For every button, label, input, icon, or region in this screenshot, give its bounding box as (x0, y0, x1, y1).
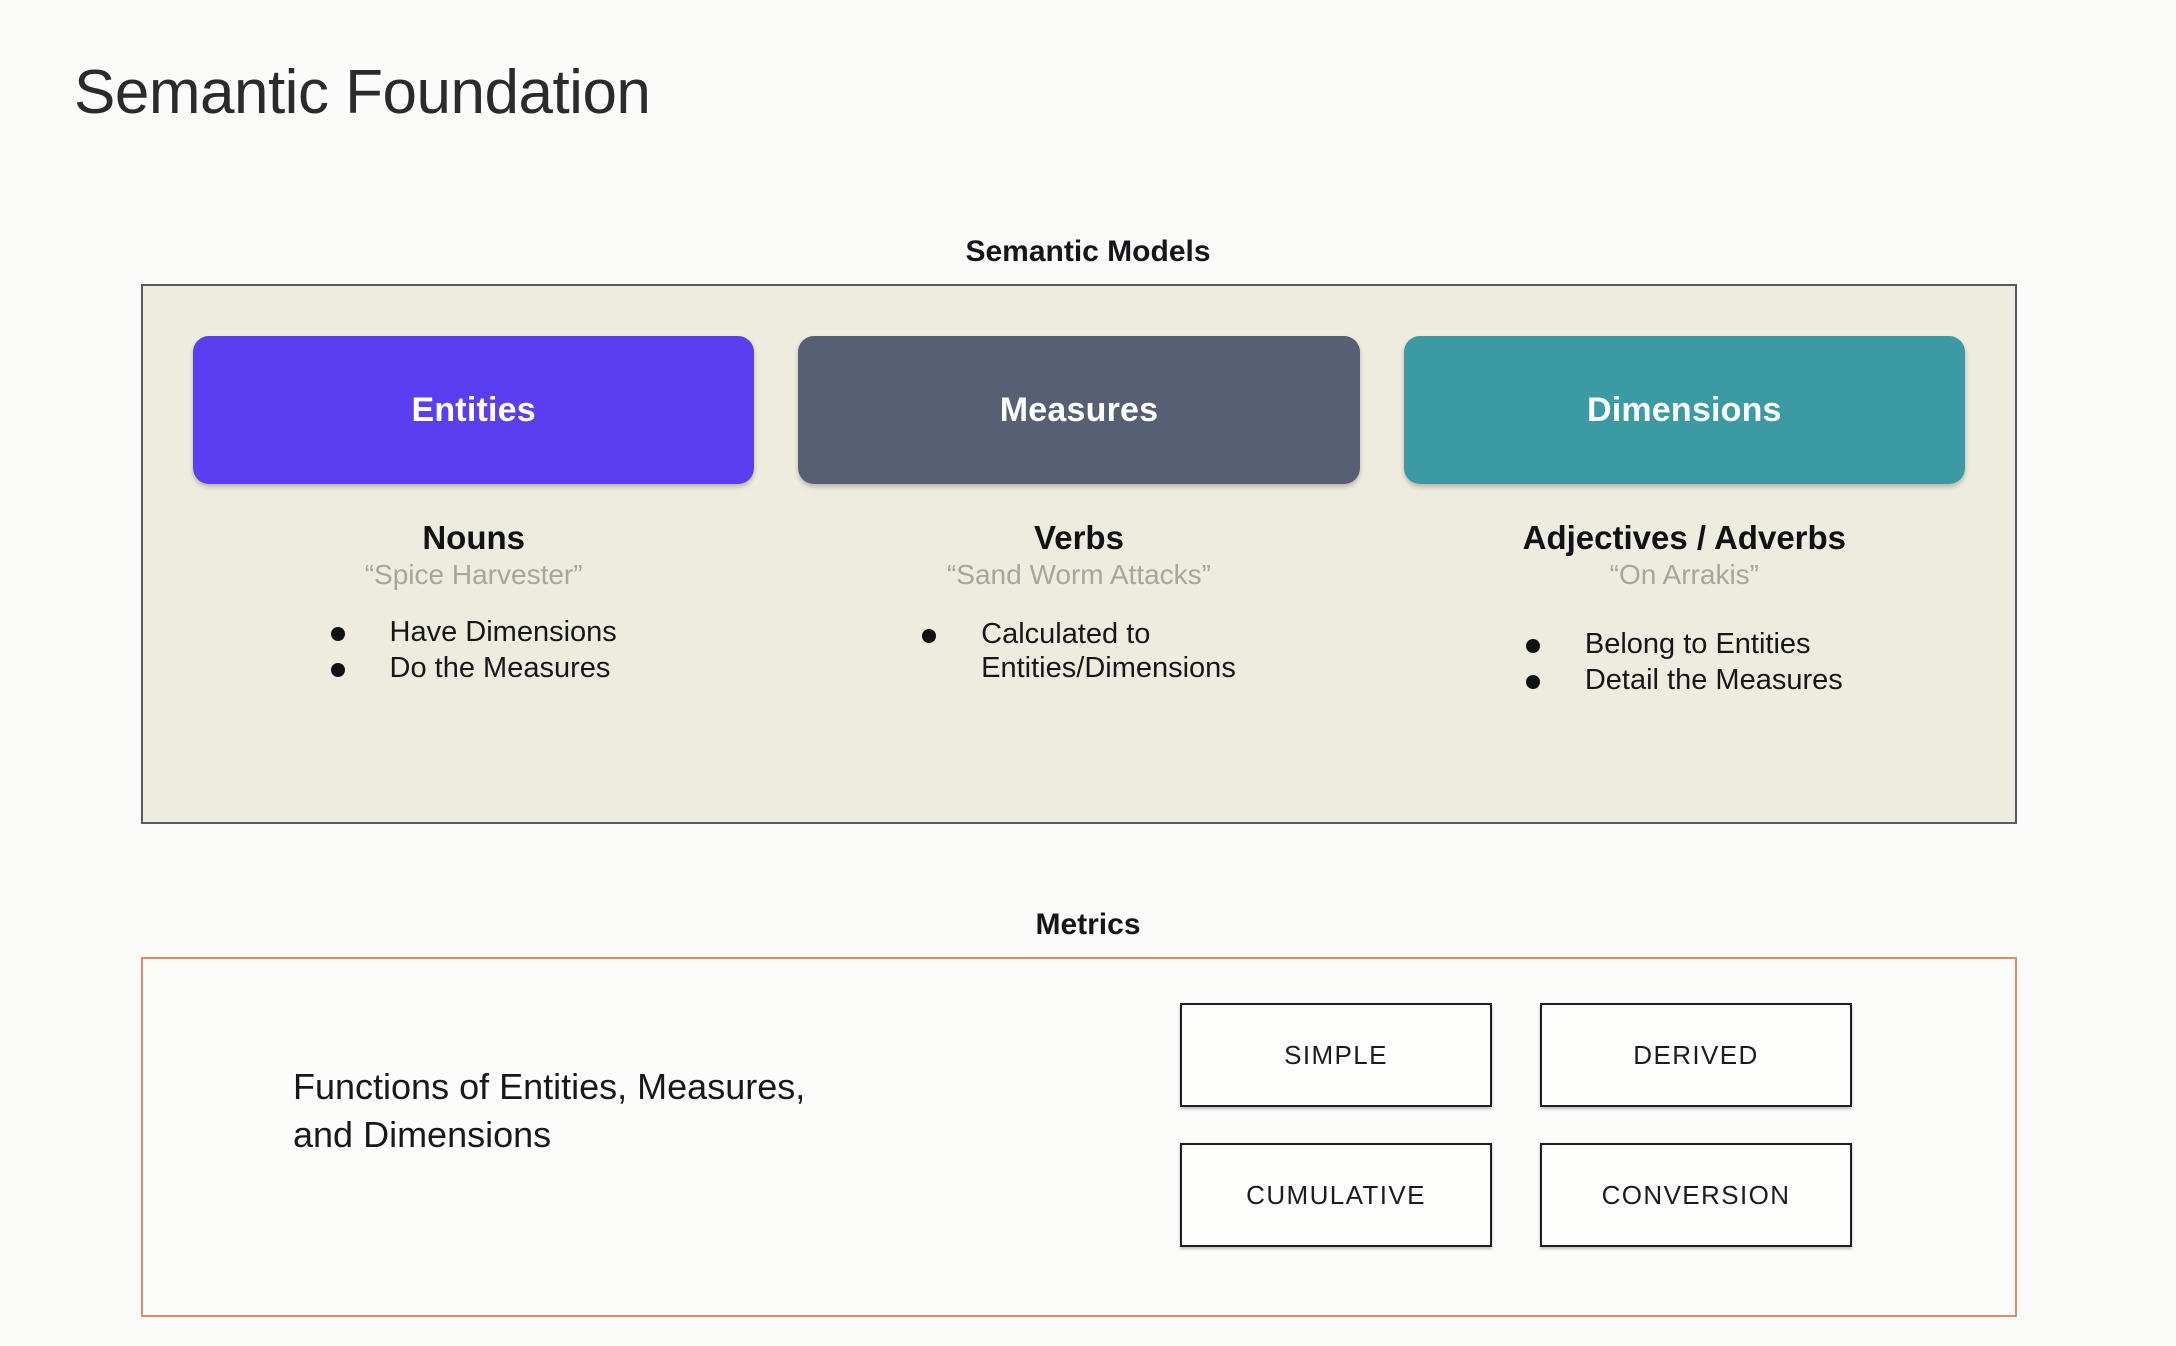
bullet-text: Detail the Measures (1584, 664, 1843, 697)
metrics-panel: Functions of Entities, Measures, and Dim… (141, 957, 2017, 1317)
measures-example: “Sand Worm Attacks” (946, 558, 1211, 590)
bullet-dot-icon (1525, 675, 1540, 690)
page-title: Semantic Foundation (74, 58, 651, 127)
bullet-dot-icon (330, 663, 345, 678)
dimensions-pill[interactable]: Dimensions (1403, 336, 1965, 484)
bullet-dot-icon (1525, 639, 1540, 654)
list-item: Have Dimensions (330, 616, 617, 650)
metric-type-derived[interactable]: DERIVED (1540, 1003, 1852, 1107)
bullet-text: Have Dimensions (389, 616, 617, 649)
semantic-models-panel: Entities Nouns “Spice Harvester” Have Di… (141, 284, 2017, 824)
dimensions-bullet-list: Belong to Entities Detail the Measures (1525, 628, 1843, 699)
metric-type-cumulative[interactable]: CUMULATIVE (1180, 1143, 1492, 1247)
dimensions-example: “On Arrakis” (1609, 558, 1759, 590)
semantic-model-column-measures: Measures Verbs “Sand Worm Attacks” Calcu… (776, 336, 1381, 688)
measures-pill[interactable]: Measures (798, 336, 1360, 484)
bullet-dot-icon (922, 629, 937, 644)
measures-bullet-list: Calculated to Entities/Dimensions (922, 618, 1236, 687)
entities-pill[interactable]: Entities (193, 336, 755, 484)
metric-type-conversion[interactable]: CONVERSION (1540, 1143, 1852, 1247)
semantic-models-section-label: Semantic Models (965, 235, 1211, 268)
entities-example: “Spice Harvester” (364, 558, 583, 590)
metrics-section-label: Metrics (1035, 908, 1141, 941)
metric-type-grid: SIMPLE DERIVED CUMULATIVE CONVERSION (1180, 1003, 1852, 1247)
bullet-text: Belong to Entities (1584, 628, 1811, 661)
entities-bullet-list: Have Dimensions Do the Measures (330, 616, 617, 687)
semantic-model-column-entities: Entities Nouns “Spice Harvester” Have Di… (171, 336, 776, 688)
bullet-dot-icon (330, 627, 345, 642)
list-item: Belong to Entities (1525, 628, 1843, 662)
bullet-text: Do the Measures (389, 652, 611, 685)
bullet-text: Calculated to Entities/Dimensions (981, 618, 1236, 685)
list-item: Detail the Measures (1525, 664, 1843, 698)
entities-part-of-speech: Nouns (422, 519, 525, 556)
metrics-description: Functions of Entities, Measures, and Dim… (293, 1066, 806, 1155)
list-item: Do the Measures (330, 652, 617, 686)
metric-type-simple[interactable]: SIMPLE (1180, 1003, 1492, 1107)
semantic-model-column-dimensions: Dimensions Adjectives / Adverbs “On Arra… (1382, 336, 1987, 700)
semantic-models-columns: Entities Nouns “Spice Harvester” Have Di… (143, 286, 2015, 822)
list-item: Calculated to Entities/Dimensions (922, 618, 1236, 685)
measures-part-of-speech: Verbs (1034, 519, 1124, 556)
dimensions-part-of-speech: Adjectives / Adverbs (1522, 519, 1847, 556)
